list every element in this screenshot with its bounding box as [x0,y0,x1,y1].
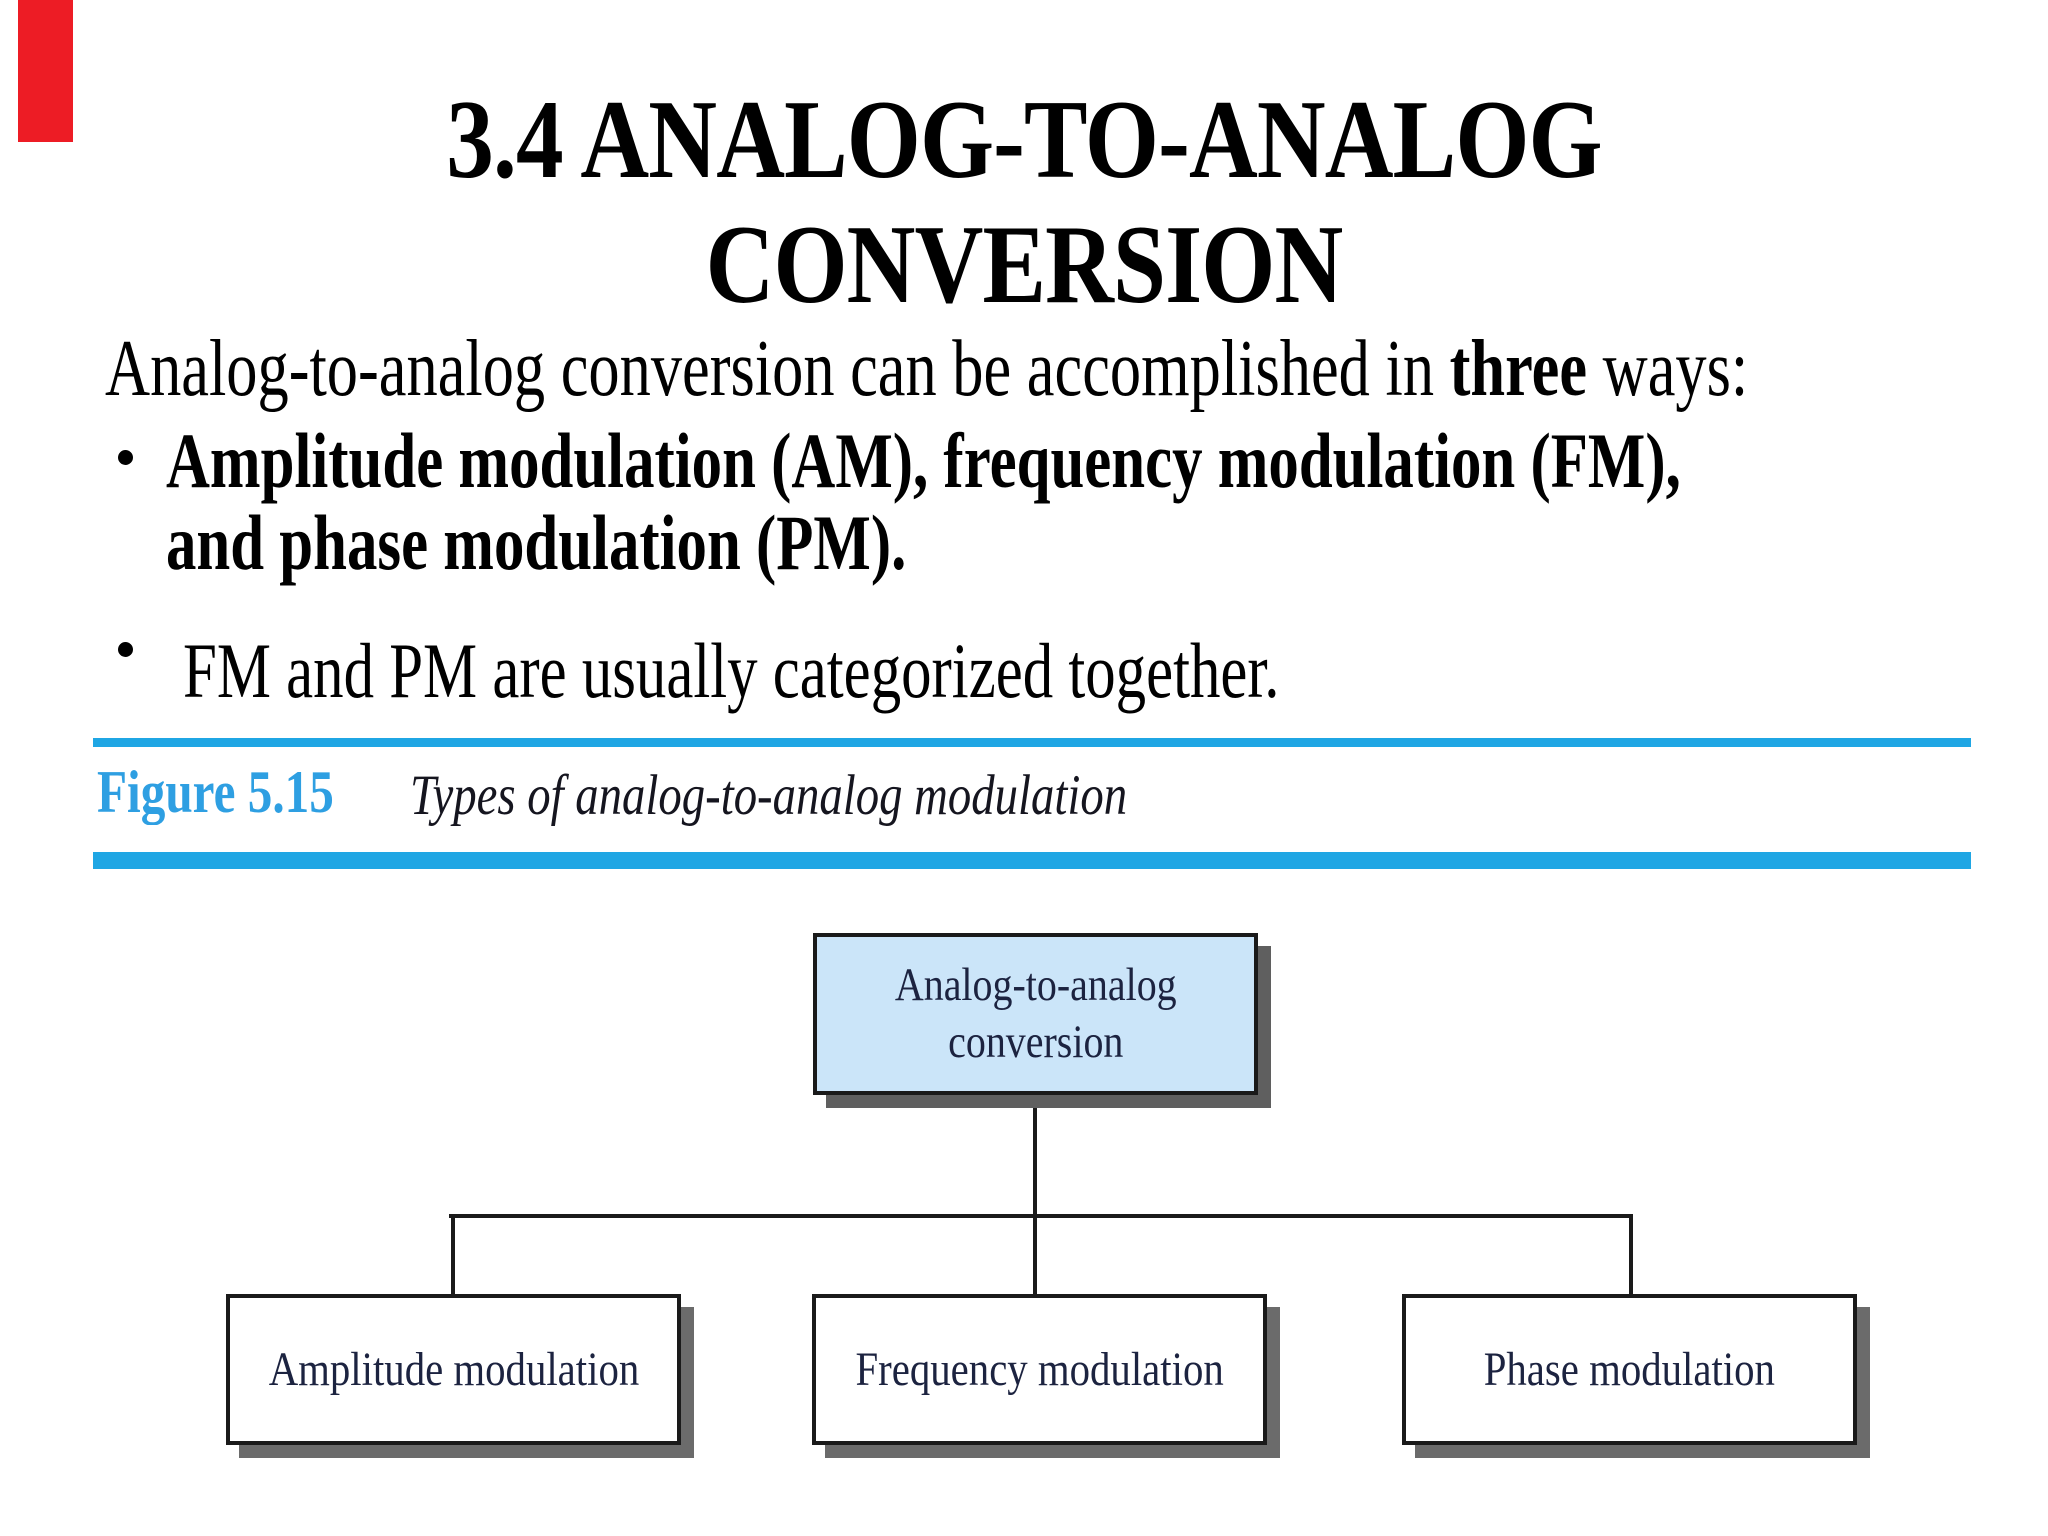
diagram-root-label-line2: conversion [947,1016,1124,1068]
bullet-dot-1 [118,450,133,465]
slide-title: 3.4 ANALOG-TO-ANALOG CONVERSION [174,78,1874,329]
figure-label: Figure 5.15 [97,759,334,825]
diagram-box-label: Frequency modulation [855,1343,1224,1396]
connector-drop-right [1629,1214,1633,1298]
bullet-dot-2 [118,642,133,657]
diagram-box-label: Amplitude modulation [268,1343,639,1396]
diagram-root-label-line1: Analog-to-analog [894,958,1177,1011]
connector-drop-center [1033,1214,1037,1298]
diagram-root-label: Analog-to-analog conversion [895,957,1177,1072]
diagram-box-phase-modulation: Phase modulation [1402,1294,1857,1445]
figure-rule-top [93,738,1971,747]
intro-text-end: ways: [1587,325,1749,413]
bullet-item-2: FM and PM are usually categorized togeth… [183,627,1280,714]
figure-rule-bottom [93,852,1971,869]
diagram-box-label: Phase modulation [1483,1343,1776,1396]
intro-text: Analog-to-analog conversion can be accom… [105,324,1899,415]
connector-drop-left [451,1214,455,1298]
red-accent-bar [18,0,73,142]
bullet-1-line2: and phase modulation (PM). [166,498,907,586]
diagram-box-frequency-modulation: Frequency modulation [812,1294,1267,1445]
slide-title-line1: 3.4 ANALOG-TO-ANALOG [446,78,1602,202]
diagram-box-amplitude-modulation: Amplitude modulation [226,1294,681,1445]
figure-caption: Types of analog-to-analog modulation [410,764,1128,827]
bullet-1-line1: Amplitude modulation (AM), frequency mod… [166,417,1681,504]
diagram-root-box: Analog-to-analog conversion [813,933,1258,1095]
connector-horizontal [449,1214,1633,1218]
connector-trunk [1033,1095,1037,1218]
bullet-item-1: Amplitude modulation (AM), frequency mod… [166,420,1882,584]
slide-title-line2: CONVERSION [705,203,1344,328]
intro-text-bold: three [1449,325,1588,413]
intro-text-start: Analog-to-analog conversion can be accom… [105,325,1450,413]
